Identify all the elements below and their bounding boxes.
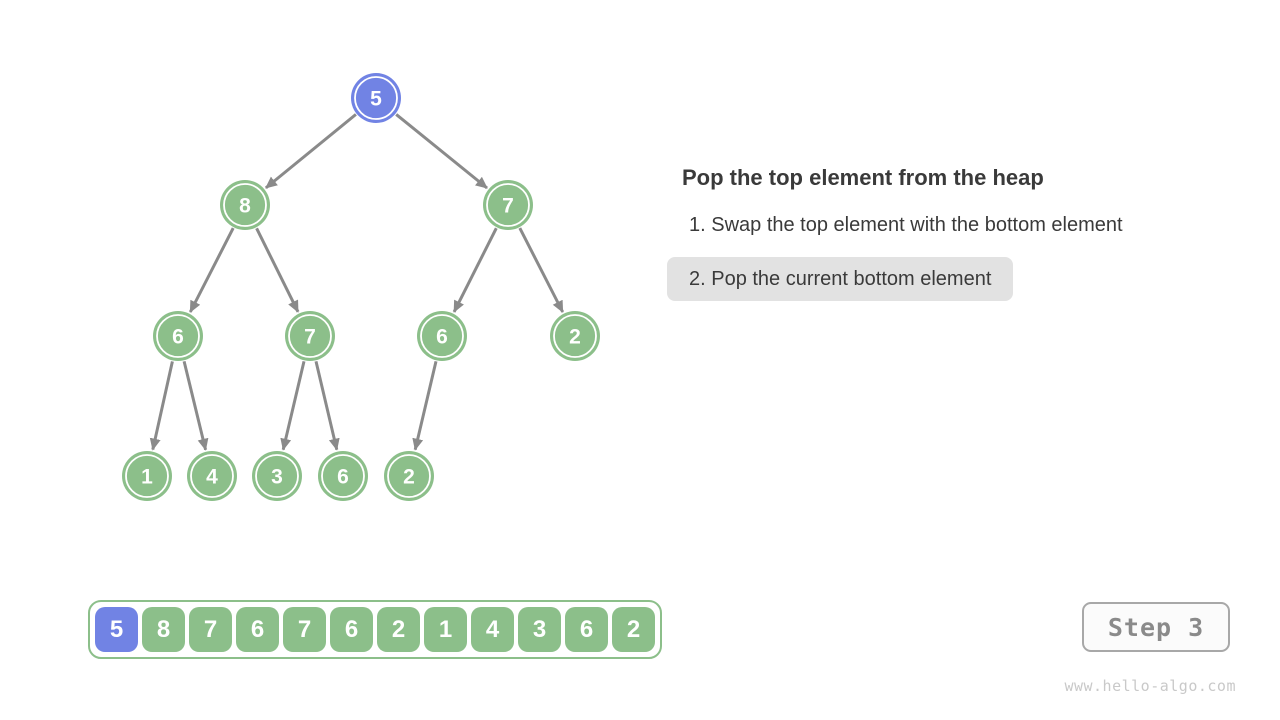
step-indicator-label: Step 3 — [1107, 612, 1205, 642]
node-inner-ring — [553, 314, 597, 358]
tree-edge — [182, 360, 209, 451]
tree-node: 6 — [153, 311, 203, 361]
node-inner-ring — [354, 76, 398, 120]
tree-edge — [452, 227, 498, 313]
node-inner-ring — [420, 314, 464, 358]
tree-node: 2 — [384, 451, 434, 501]
array-cell: 6 — [236, 607, 279, 652]
array-cell: 2 — [377, 607, 420, 652]
tree-node: 6 — [318, 451, 368, 501]
array-cell: 1 — [424, 607, 467, 652]
tree-edge — [280, 360, 306, 451]
tree-edge — [264, 113, 357, 190]
node-inner-ring — [387, 454, 431, 498]
tree-node: 1 — [122, 451, 172, 501]
tree-edge — [518, 227, 565, 313]
explanation-panel: Pop the top element from the heap 1. Swa… — [667, 163, 1252, 301]
node-value: 3 — [271, 466, 283, 489]
node-value: 1 — [141, 466, 153, 489]
node-value: 7 — [502, 195, 514, 218]
node-value: 7 — [304, 326, 316, 349]
tree-node: 4 — [187, 451, 237, 501]
node-inner-ring — [255, 454, 299, 498]
instruction-step-current: 2. Pop the current bottom element — [667, 257, 1014, 301]
watermark: www.hello-algo.com — [1064, 677, 1236, 695]
tree-edge — [314, 360, 340, 451]
tree-node: 2 — [550, 311, 600, 361]
array-cell: 7 — [283, 607, 326, 652]
node-inner-ring — [321, 454, 365, 498]
node-value: 4 — [206, 466, 218, 489]
node-inner-ring — [288, 314, 332, 358]
node-value: 6 — [337, 466, 349, 489]
node-value: 6 — [436, 326, 448, 349]
array-cell: 3 — [518, 607, 561, 652]
array-cell: 2 — [612, 607, 655, 652]
node-value: 8 — [239, 195, 251, 218]
tree-node: 7 — [483, 180, 533, 230]
tree-edge — [412, 360, 438, 451]
tree-node: 7 — [285, 311, 335, 361]
tree-node: 6 — [417, 311, 467, 361]
array-cell-top: 5 — [95, 607, 138, 652]
instruction-steps-list: 1. Swap the top element with the bottom … — [667, 203, 1252, 301]
node-value: 5 — [370, 88, 382, 111]
heap-tree-diagram: 5 8 7 6 7 6 2 1 4 3 6 2 — [122, 73, 600, 501]
node-inner-ring — [486, 183, 530, 227]
tree-node: 8 — [220, 180, 270, 230]
node-value: 2 — [569, 326, 581, 349]
tree-edge — [188, 227, 235, 313]
array-cell: 7 — [189, 607, 232, 652]
tree-edge — [149, 361, 174, 451]
node-inner-ring — [223, 183, 267, 227]
instruction-step: 1. Swap the top element with the bottom … — [689, 214, 1123, 236]
node-value: 2 — [403, 466, 415, 489]
tree-edge — [255, 227, 300, 313]
tree-node: 3 — [252, 451, 302, 501]
node-inner-ring — [125, 454, 169, 498]
array-cell: 6 — [330, 607, 373, 652]
array-cell: 4 — [471, 607, 514, 652]
node-value: 6 — [172, 326, 184, 349]
array-cell: 6 — [565, 607, 608, 652]
node-inner-ring — [190, 454, 234, 498]
node-inner-ring — [156, 314, 200, 358]
panel-title: Pop the top element from the heap — [682, 165, 1044, 190]
tree-node: 5 — [351, 73, 401, 123]
step-indicator: Step 3 — [1082, 602, 1230, 652]
tree-edge — [395, 113, 488, 190]
array-cell: 8 — [142, 607, 185, 652]
